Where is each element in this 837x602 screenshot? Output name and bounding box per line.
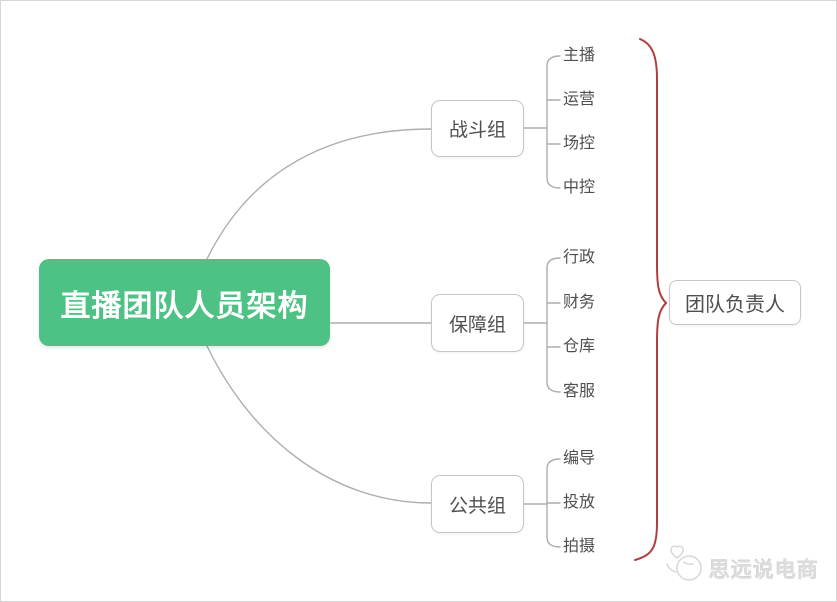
red-brace [634, 38, 668, 561]
leaf-anchor[interactable]: 主播 [563, 47, 596, 64]
leaf-admin[interactable]: 行政 [563, 249, 596, 266]
branch-root-to-group3 [206, 345, 432, 504]
leaf-finance[interactable]: 财务 [563, 294, 596, 311]
leaf-scene-control[interactable]: 场控 [563, 135, 596, 152]
bracket-group2 [546, 257, 561, 393]
leaf-ad-buying[interactable]: 投放 [563, 494, 596, 511]
leader-topic[interactable]: 团队负责人 [669, 280, 801, 325]
leaf-central-control[interactable]: 中控 [563, 179, 596, 196]
root-topic[interactable]: 直播团队人员架构 [39, 259, 330, 346]
group-topic-combat[interactable]: 战斗组 [431, 100, 524, 157]
leaf-filming[interactable]: 拍摄 [563, 538, 596, 555]
leaf-customer-service[interactable]: 客服 [563, 383, 596, 400]
group-topic-support[interactable]: 保障组 [431, 294, 524, 352]
leaf-operations[interactable]: 运营 [563, 91, 596, 108]
group-topic-public[interactable]: 公共组 [431, 475, 524, 533]
leaf-director[interactable]: 编导 [563, 450, 596, 467]
watermark-text: 思远说电商 [709, 559, 819, 582]
doodle-mascot-icon [666, 545, 702, 581]
bracket-group1 [546, 55, 561, 189]
leaf-warehouse[interactable]: 仓库 [563, 338, 596, 355]
branch-root-to-group1 [206, 128, 432, 260]
